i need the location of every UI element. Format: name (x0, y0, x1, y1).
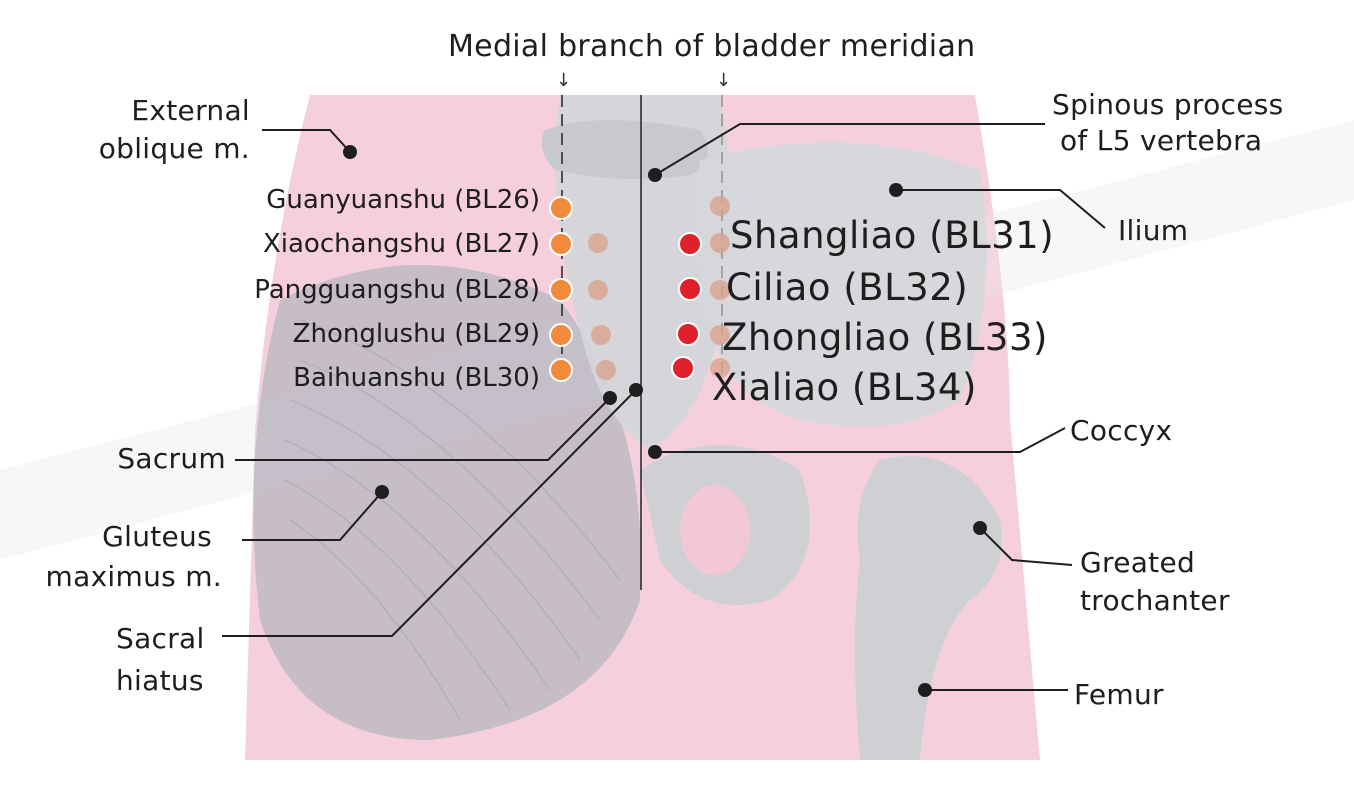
femur-bone (855, 456, 1002, 760)
label-gluteus-2: maximus m. (45, 560, 222, 593)
leader-sacral-hiatus (222, 389, 637, 637)
lumbar-vertebra (541, 120, 708, 179)
leader-gluteus (242, 491, 383, 541)
point-label-bl29: Zhonglushu (BL29) (292, 319, 540, 349)
label-sacral-hiatus-1: Sacral (116, 622, 205, 655)
point-label-bl27: Xiaochangshu (BL27) (262, 229, 540, 259)
leader-ilium (896, 189, 1106, 229)
point-label-bl26: Guanyuanshu (BL26) (266, 185, 540, 215)
outer-points (549, 196, 573, 382)
leader-lines (222, 123, 1106, 691)
arrow-down-icon: ↓ (556, 70, 572, 91)
point-label-bl28: Pangguangshu (BL28) (254, 275, 540, 305)
point-label-bl30: Baihuanshu (BL30) (293, 363, 540, 393)
label-ilium: Ilium (1118, 214, 1189, 247)
label-femur: Femur (1074, 678, 1164, 711)
muscle-striations (284, 319, 621, 721)
point-bl31 (678, 232, 702, 256)
label-trochanter-2: trochanter (1080, 584, 1230, 617)
label-sacrum: Sacrum (117, 442, 226, 475)
leader-dots (343, 145, 987, 697)
label-spinous-1: Spinous process (1052, 88, 1284, 121)
obturator-foramen (680, 485, 750, 575)
meridian-title: Medial branch of bladder meridian (448, 29, 976, 64)
label-external-oblique-2: oblique m. (98, 132, 250, 165)
ilium-bone (696, 142, 987, 427)
faint-points (588, 196, 730, 380)
leader-coccyx (655, 427, 1066, 453)
point-bl27 (549, 232, 573, 256)
point-label-bl31: Shangliao (BL31) (730, 214, 1055, 257)
point-bl33 (676, 322, 700, 346)
leader-external-oblique (262, 129, 351, 153)
leader-spinous (654, 123, 1045, 176)
arrow-down-icon: ↓ (716, 70, 732, 91)
label-trochanter-1: Greated (1080, 546, 1196, 579)
label-external-oblique-1: External (131, 94, 250, 127)
point-label-bl32: Ciliao (BL32) (726, 266, 969, 309)
point-bl34 (671, 356, 695, 380)
point-bl32 (678, 277, 702, 301)
point-label-bl34: Xialiao (BL34) (712, 366, 977, 409)
label-spinous-2: of L5 vertebra (1060, 124, 1263, 157)
point-bl28 (549, 278, 573, 302)
leader-trochanter (979, 527, 1073, 566)
point-bl30 (549, 358, 573, 382)
label-coccyx: Coccyx (1070, 414, 1173, 447)
label-gluteus-1: Gluteus (102, 520, 212, 553)
point-label-bl33: Zhongliao (BL33) (722, 316, 1048, 359)
inner-points (671, 232, 702, 380)
label-sacral-hiatus-2: hiatus (116, 664, 204, 697)
point-bl29 (549, 323, 573, 347)
leader-sacrum (235, 397, 611, 461)
point-bl26 (549, 196, 573, 220)
